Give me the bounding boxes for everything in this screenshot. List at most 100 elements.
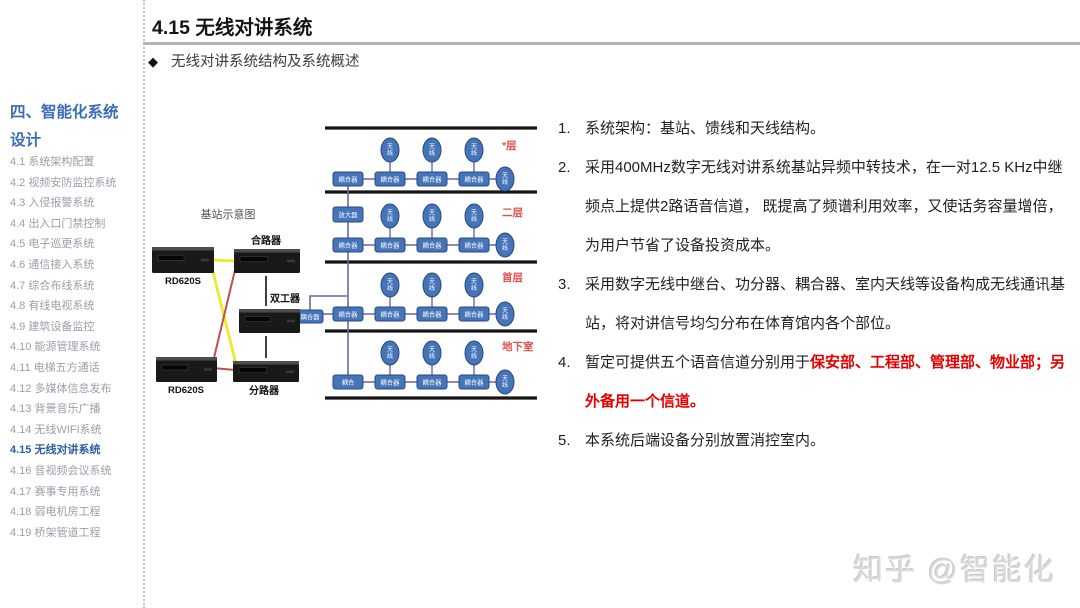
antenna-label: 天线: [502, 376, 508, 390]
sidebar-item-12: 4.12 多媒体信息发布: [10, 382, 112, 395]
coupler-box-label: 耦合器: [423, 309, 443, 318]
coupler-box: [374, 306, 406, 322]
antenna-label: 天线: [502, 308, 508, 322]
splitter-device-vent: [286, 370, 294, 373]
sidebar-heading-line2: 设计: [10, 132, 42, 149]
repeater-device-2-top: [156, 357, 217, 361]
antenna-label: 天线: [429, 144, 435, 158]
antenna-node: [495, 166, 515, 192]
antenna-node: [380, 272, 400, 298]
antenna-label: 天线: [471, 279, 477, 293]
coupler-box: [332, 171, 364, 187]
coupler-box-label: 耦合器: [339, 240, 359, 249]
coupler-box-label: 耦合器: [381, 377, 401, 386]
sidebar-heading: 四、智能化系统 设计: [10, 99, 144, 155]
duplexer-branch-line: [309, 295, 348, 310]
item-number: 4.: [558, 354, 571, 371]
sidebar-item-13: 4.13 背景音乐广播: [10, 403, 101, 416]
antenna-node: [422, 340, 442, 366]
plain-text: 本系统后端设备分别放置消控室内。: [585, 432, 826, 449]
sidebar-item-7: 4.7 综合布线系统: [10, 279, 95, 292]
coupler-box: [416, 374, 448, 390]
antenna-label: 天线: [429, 210, 435, 224]
duplexer-device-top: [239, 309, 300, 313]
duplexer-coupler-box-label: 耦合器: [301, 312, 321, 321]
sidebar-heading-line1: 四、智能化系统: [10, 104, 119, 121]
floor-label: 首层: [502, 271, 523, 284]
antenna-label: 天线: [387, 144, 393, 158]
antenna-label: 天线: [471, 210, 477, 224]
coupler-box: [374, 171, 406, 187]
amplifier-box: [332, 206, 364, 223]
overview-item-1: 1.系统架构：基站、馈线和天线结构。: [558, 109, 1075, 148]
plain-text: 采用400MHz数字无线对讲系统基站异频中转技术，在一对12.5 KHz中继频点…: [585, 159, 1063, 254]
sidebar-item-1: 4.1 系统架构配置: [10, 156, 95, 168]
coupler-box-label: 耦合器: [339, 174, 359, 183]
coupler-box: [458, 171, 490, 187]
coupler-box-label: 耦合器: [381, 240, 401, 249]
item-number: 3.: [558, 276, 571, 293]
duplexer-device: [239, 309, 300, 333]
antenna-node: [464, 203, 484, 229]
repeater-device-2-display: [161, 364, 188, 371]
sidebar-item-16: 4.16 音视频会议系统: [10, 464, 112, 477]
coupler-box: [374, 374, 406, 390]
sidebar-item-5: 4.5 电子巡更系统: [10, 238, 95, 251]
repeater-device-2-vent: [204, 368, 212, 371]
overview-item-2: 2.采用400MHz数字无线对讲系统基站异频中转技术，在一对12.5 KHz中继…: [558, 148, 1075, 265]
item-text: 本系统后端设备分别放置消控室内。: [585, 421, 1075, 460]
coupler-box-label: 耦合器: [423, 240, 443, 249]
coupler-box: [416, 306, 448, 322]
overview-item-3: 3. 采用数字无线中继台、功分器、耦合器、室内天线等设备构成无线通讯基站，将对讲信…: [558, 265, 1075, 343]
sidebar-item-17: 4.17 赛事专用系统: [10, 485, 101, 498]
sidebar-item-15: 4.15 无线对讲系统: [10, 444, 101, 457]
section-subtitle: 无线对讲系统结构及系统概述: [171, 54, 360, 70]
sidebar-item-4: 4.4 出入口门禁控制: [10, 217, 106, 230]
coupler-box: [332, 237, 364, 253]
antenna-label: 天线: [502, 239, 508, 253]
floor-label: *层: [502, 140, 517, 152]
antenna-node: [422, 272, 442, 298]
combiner-label: 合路器: [250, 234, 282, 247]
splitter-device: [233, 361, 299, 382]
coupler-box: [458, 374, 490, 390]
repeater-device-2: [156, 357, 217, 382]
item-number: 1.: [558, 120, 571, 137]
item-text: 暂定可提供五个语音信道分别用于保安部、工程部、管理部、物业部；另外备用一个信道。: [585, 343, 1075, 421]
antenna-node: [464, 137, 484, 163]
antenna-label: 天线: [471, 347, 477, 361]
floor-label: 地下室: [502, 340, 534, 353]
repeater-label: RD620S: [168, 385, 204, 396]
antenna-label: 天线: [387, 279, 393, 293]
coupler-box: [416, 171, 448, 187]
combiner-device: [234, 249, 300, 273]
sidebar-item-9: 4.9 建筑设备监控: [10, 320, 95, 333]
antenna-node: [495, 369, 515, 395]
duplexer-device-display: [244, 316, 271, 322]
sidebar-item-14: 4.14 无线WIFI系统: [10, 423, 102, 436]
sidebar-item-11: 4.11 电梯五方通话: [10, 361, 100, 374]
section-subtitle-row: ◆ 无线对讲系统结构及系统概述: [148, 50, 360, 71]
coupler-box: [416, 237, 448, 253]
coupler-box-label: 耦合器: [465, 309, 485, 318]
sidebar-item-6: 4.6 通信接入系统: [10, 258, 95, 271]
overview-item-4: 4. 暂定可提供五个语音信道分别用于保安部、工程部、管理部、物业部；另外备用一个信…: [558, 343, 1075, 421]
sidebar-item-19: 4.19 桥架管道工程: [10, 526, 101, 539]
repeater-label: RD620S: [165, 276, 201, 287]
antenna-node: [495, 232, 515, 258]
plain-text: 采用数字无线中继台、功分器、耦合器、室内天线等设备构成无线通讯基站，将对讲信号均…: [585, 276, 1066, 332]
coupler-box-label: 耦合器: [381, 174, 401, 183]
antenna-node: [464, 340, 484, 366]
antenna-label: 天线: [502, 173, 508, 187]
item-text: 采用400MHz数字无线对讲系统基站异频中转技术，在一对12.5 KHz中继频点…: [585, 148, 1075, 265]
repeater-device-1: [152, 247, 214, 273]
splitter-device-display: [238, 367, 268, 374]
antenna-node: [422, 137, 442, 163]
rx-line: [212, 269, 236, 363]
antenna-node: [380, 340, 400, 366]
antenna-node: [495, 301, 515, 327]
watermark: 知乎 @智能化: [853, 554, 1056, 587]
coupler-box: [332, 306, 364, 322]
